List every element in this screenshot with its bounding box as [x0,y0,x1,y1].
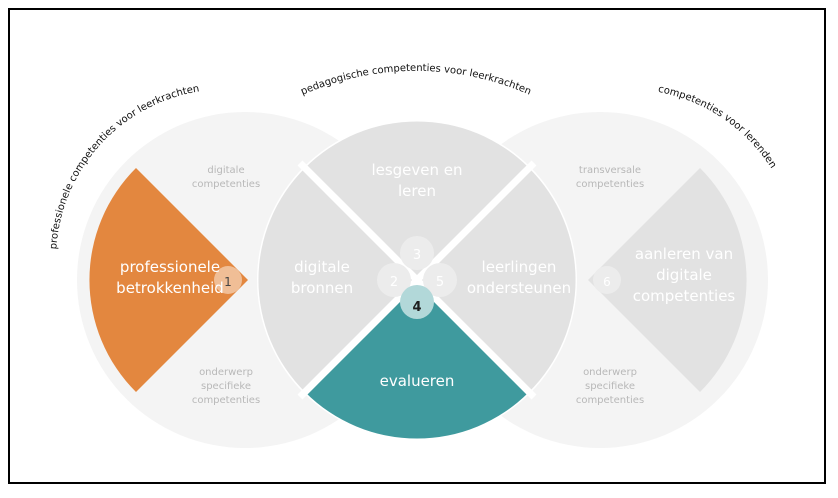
segment-1-label-line1: professionele [120,258,220,276]
segment-3-badge [400,236,434,270]
left-top-label-line1: digitale [207,165,244,176]
segment-5-badge [423,263,457,297]
left-top-label-line2: competenties [192,179,260,190]
segment-6-label-line3: competenties [633,287,736,305]
segment-6-label-line1: aanleren van [635,245,733,263]
competence-diagram: 3 2 5 4 1 6 professionele betrokkenheid … [48,63,778,448]
segment-3-wedge[interactable] [305,121,529,281]
segment-2-badge [377,263,411,297]
segment-2-wedge[interactable] [258,168,417,392]
segment-3-label-line2: leren [398,182,436,200]
segment-6-badge [593,266,621,294]
segment-6-label-line2: digitale [656,266,712,284]
segment-2-number: 2 [390,275,398,290]
segment-3-label-line1: lesgeven en [371,161,462,179]
left-bottom-label-line2: specifieke [201,381,251,392]
segment-2-label-line2: bronnen [291,279,353,297]
segment-5-label-line1: leerlingen [482,258,557,276]
segment-3-number: 3 [413,248,421,263]
segment-1-number: 1 [224,275,232,289]
segment-1-badge [214,266,242,294]
segment-1-wedge[interactable] [89,168,249,392]
segment-1-label-line2: betrokkenheid [116,279,224,297]
right-bottom-label-line2: specifieke [585,381,635,392]
segment-4-badge [400,285,434,319]
arc-title-pedagogical: pedagogische competenties voor leerkrach… [299,63,532,98]
arc-title-pedagogical-text: pedagogische competenties voor leerkrach… [299,63,532,98]
segment-4-label: evalueren [380,372,455,390]
segment-4-wedge[interactable] [305,280,529,439]
segment-5-label-line2: ondersteunen [467,279,571,297]
diagram-frame: 3 2 5 4 1 6 professionele betrokkenheid … [8,8,826,484]
segment-6-wedge[interactable] [588,168,747,392]
segment-5-number: 5 [436,275,444,290]
segment-2-label-line1: digitale [294,258,350,276]
left-bottom-label-line1: onderwerp [199,367,253,378]
right-top-label-line1: transversale [579,165,641,176]
segment-4-number: 4 [412,300,421,315]
segment-5-wedge[interactable] [417,168,576,392]
right-bottom-label-line3: competenties [576,395,644,406]
wedge-divider [297,160,537,400]
right-bottom-label-line1: onderwerp [583,367,637,378]
right-top-label-line2: competenties [576,179,644,190]
segment-6-number: 6 [603,275,611,289]
left-bottom-label-line3: competenties [192,395,260,406]
